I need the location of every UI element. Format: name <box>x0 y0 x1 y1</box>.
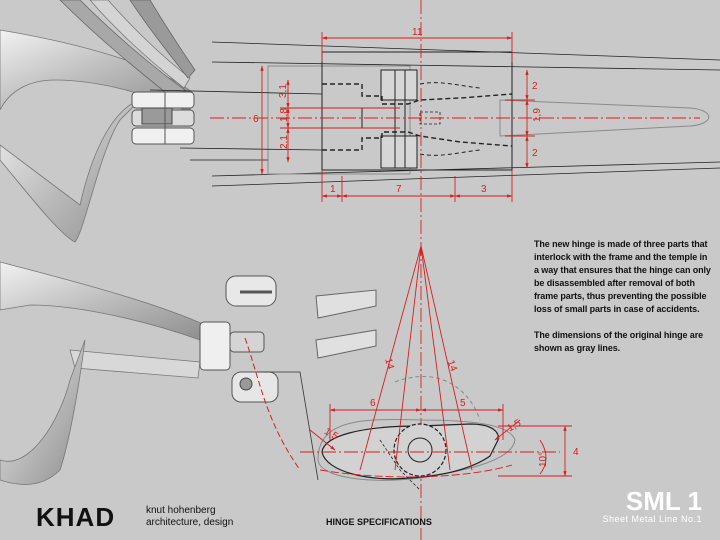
side-view-dimension-labels: 6 5 14 14 1,5 1,5 10° 4 <box>322 357 579 467</box>
dim-right-1-9: 1,9 <box>532 108 543 122</box>
dim-right-2b: 2 <box>532 148 538 159</box>
dim-side-left-6: 6 <box>370 398 376 409</box>
top-view-drawing <box>149 41 720 187</box>
top-view-dimensions <box>210 0 700 540</box>
leader-line-red <box>244 337 301 471</box>
author-name: knut hohenberg <box>146 505 216 516</box>
dim-bottom-7: 7 <box>396 184 402 195</box>
dim-side-right-5: 5 <box>460 398 466 409</box>
description-paragraph-original: The dimensions of the original hinge are… <box>534 330 704 353</box>
dim-left-2-1: 2,1 <box>279 135 290 149</box>
hinge-render-exploded <box>199 275 377 403</box>
dim-slant-14-left: 14 <box>382 357 396 371</box>
dim-bottom-1: 1 <box>330 184 336 195</box>
side-view-drawing <box>317 376 516 491</box>
hinge-render-top <box>131 91 195 145</box>
side-view-dimensions <box>300 245 572 478</box>
series-name: Sheet Metal Line No.1 <box>602 514 702 524</box>
dim-right-2a: 2 <box>532 81 538 92</box>
description-paragraph-parts: The new hinge is made of three parts tha… <box>534 239 711 314</box>
series-code: SML 1 <box>625 486 702 516</box>
series-label: SML 1 Sheet Metal Line No.1 <box>602 488 702 524</box>
dim-bottom-3: 3 <box>481 184 487 195</box>
dim-height-6: 6 <box>253 114 259 125</box>
author-credit: knut hohenberg architecture, design <box>146 505 233 529</box>
dim-angle: 10° <box>538 452 549 467</box>
dim-overall-width: 11 <box>412 27 423 38</box>
dim-height-4: 4 <box>573 447 579 458</box>
author-discipline: architecture, design <box>146 517 234 528</box>
brand-logo-khad: KHAD <box>36 502 116 532</box>
dim-slant-14-right: 14 <box>445 359 459 374</box>
dim-left-3-1: 3,1 <box>278 84 289 98</box>
sheet-caption: HINGE SPECIFICATIONS <box>326 517 432 527</box>
leader-line-dark <box>258 371 319 481</box>
frame-render-bottom <box>0 261 206 485</box>
dim-left-1-8: 1,8 <box>279 108 290 122</box>
hinge-description: The new hinge is made of three parts tha… <box>534 238 712 368</box>
top-view-dimension-labels: 11 6 3,1 1,8 2,1 2 1,9 2 1 7 3 <box>253 27 543 195</box>
